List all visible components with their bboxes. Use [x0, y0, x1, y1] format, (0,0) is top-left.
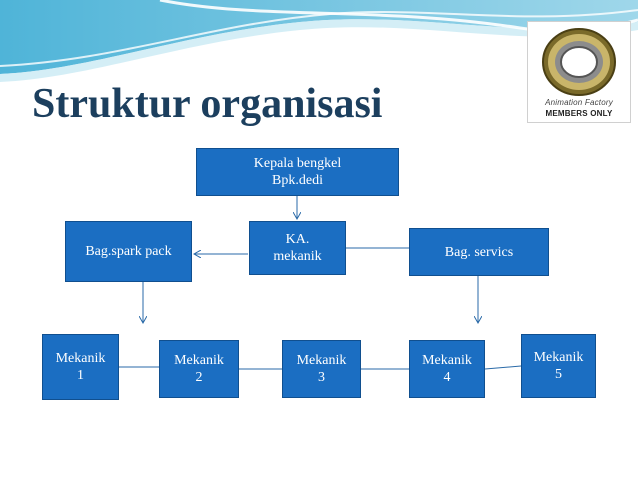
box-mekanik-2-label: Mekanik — [174, 353, 224, 368]
box-bag-servics: Bag. servics — [409, 228, 549, 276]
box-kepala-bengkel: Kepala bengkel Bpk.dedi — [196, 148, 399, 196]
box-kepala-bengkel-name: Bpk.dedi — [272, 173, 323, 188]
connector-mech4-mech5 — [484, 365, 522, 370]
box-mekanik-4-number: 4 — [443, 370, 451, 385]
logo: Animation Factory MEMBERS ONLY — [527, 21, 631, 123]
box-mekanik-3-label: Mekanik — [296, 353, 347, 368]
box-mekanik-1: Mekanik 1 — [42, 334, 119, 400]
box-ka-mekanik: KA. mekanik — [249, 221, 346, 275]
box-mekanik-3-number: 3 — [318, 370, 325, 385]
box-mekanik-2-number: 2 — [195, 370, 203, 385]
box-kepala-bengkel-role: Kepala bengkel — [253, 156, 342, 171]
box-mekanik-4-label: Mekanik — [422, 353, 472, 368]
box-mekanik-1-number: 1 — [77, 368, 84, 383]
slide-title: Struktur organisasi — [32, 81, 383, 127]
box-mekanik-4: Mekanik 4 — [409, 340, 485, 398]
box-mekanik-5-number: 5 — [555, 367, 562, 382]
box-mekanik-5-label: Mekanik — [533, 350, 584, 365]
box-bag-spark-pack-label: Bag.spark pack — [85, 244, 172, 259]
box-mekanik-5: Mekanik 5 — [521, 334, 596, 398]
box-mekanik-3: Mekanik 3 — [282, 340, 361, 398]
box-bag-servics-label: Bag. servics — [444, 244, 514, 260]
box-ka-mekanik-line1: KA. — [285, 232, 310, 247]
logo-subcaption: MEMBERS ONLY — [545, 109, 613, 118]
bearing-icon — [542, 28, 616, 96]
box-mekanik-1-label: Mekanik — [55, 351, 106, 366]
box-mekanik-2: Mekanik 2 — [159, 340, 239, 398]
box-ka-mekanik-line2: mekanik — [273, 249, 322, 264]
logo-caption: Animation Factory — [545, 98, 613, 107]
box-bag-spark-pack: Bag.spark pack — [65, 221, 192, 282]
